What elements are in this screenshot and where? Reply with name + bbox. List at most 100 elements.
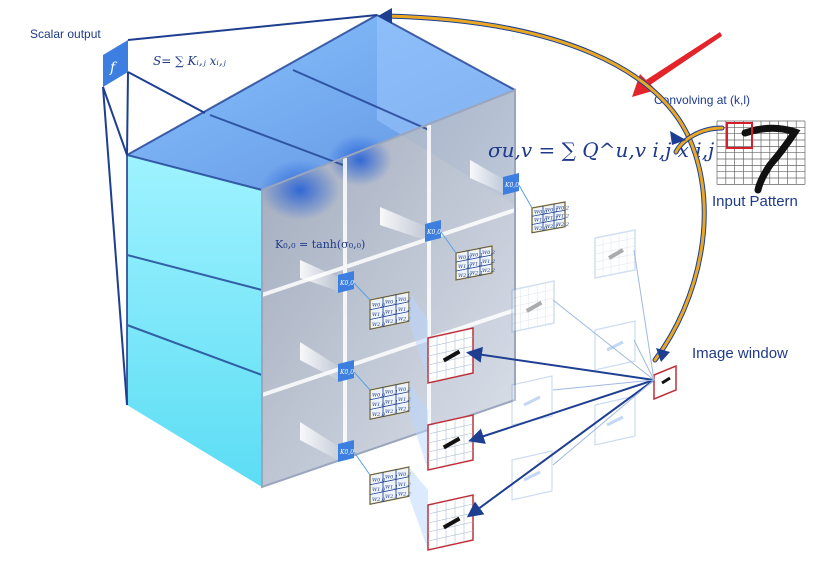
output-node xyxy=(425,220,441,242)
feature-map-block xyxy=(126,14,516,489)
kernel-cell-label: W0,0 xyxy=(372,477,386,483)
node-label: K0,0 xyxy=(426,229,441,236)
node-label: K0,0 xyxy=(339,280,354,287)
node-connector xyxy=(518,184,533,209)
node-beam xyxy=(300,342,338,380)
faded-window-frame xyxy=(511,375,553,426)
kernel-cell-label: W2,0 xyxy=(534,226,548,232)
window-gridline xyxy=(427,450,474,462)
image-window-copy xyxy=(427,327,474,384)
faded-window-stroke xyxy=(606,340,624,352)
kernel-cell xyxy=(553,218,566,230)
window-gridline xyxy=(594,253,636,263)
window-stroke xyxy=(442,436,461,450)
window-frame xyxy=(511,280,555,333)
window-arrow xyxy=(466,346,655,381)
image-window-copy xyxy=(427,494,474,551)
kernel-cell-label: W0,1 xyxy=(385,390,398,396)
faded-window-stroke xyxy=(606,415,624,427)
window-arrow xyxy=(552,299,655,381)
kernel-grid: W0,0W0,1W0,2W1,0W1,1W1,2W2,0W2,1W2,2 xyxy=(531,201,569,234)
kernel-prism xyxy=(409,382,428,470)
kernel-cell-label: W1,1 xyxy=(545,216,558,222)
kernel-cell-label: W0,2 xyxy=(398,297,411,303)
image-window-copy xyxy=(594,229,636,279)
window-gridline xyxy=(511,305,555,316)
scalar-output-node: f xyxy=(102,14,378,406)
kernel-cell-label: W1,0 xyxy=(372,312,386,318)
kernel-cell-label: W1,0 xyxy=(372,487,386,493)
kernel-cell-label: W0,1 xyxy=(385,300,398,306)
node-label: K0,0 xyxy=(504,182,519,189)
kernel-cell-label: W2,1 xyxy=(545,224,558,230)
kernel-cell-label: W1,2 xyxy=(398,307,411,313)
kernel-cell-label: W2,1 xyxy=(470,271,483,277)
kernel-cell-label: W1,1 xyxy=(385,399,398,405)
kernel-cell-label: W1,2 xyxy=(398,482,411,488)
window-frame xyxy=(594,229,636,279)
kernel-cell-label: W2,2 xyxy=(398,407,411,413)
image-window xyxy=(653,364,677,401)
kernel-cell-label: W2,2 xyxy=(556,222,569,228)
kernel-cell-label: W1,2 xyxy=(482,259,495,265)
window-gridline xyxy=(427,345,474,357)
node-connector xyxy=(353,371,371,391)
window-stroke xyxy=(442,349,461,363)
window-gridline xyxy=(427,530,474,542)
window-gridline xyxy=(427,423,474,435)
window-gridline xyxy=(511,314,555,324)
kernel-cell xyxy=(479,263,493,276)
scalar-output-label: Scalar output xyxy=(30,27,101,41)
kernel-cell-label: W0,2 xyxy=(398,472,411,478)
kernel-cell-label: W1,2 xyxy=(398,397,411,403)
output-node xyxy=(338,360,354,382)
window-gridline xyxy=(427,512,474,524)
window-gridline xyxy=(594,237,636,247)
kernel-cell-label: W0,2 xyxy=(398,387,411,393)
kernel-cell-label: W2,0 xyxy=(372,497,386,503)
window-gridline xyxy=(427,354,474,366)
kernel-cell-label: W2,1 xyxy=(385,494,398,500)
gold-arrows xyxy=(378,8,725,363)
kernel-cell-label: W0,1 xyxy=(470,253,483,259)
node-group: K0,0K0,0K0,0K0,0K0,0 xyxy=(300,160,519,462)
kernel-cell-label: W0,2 xyxy=(482,250,495,256)
kernel-cell-label: W0,1 xyxy=(385,475,398,481)
node-label: K0,0 xyxy=(339,449,354,456)
activation-blob xyxy=(260,160,340,220)
window-arrow xyxy=(552,379,655,391)
faded-window-stroke xyxy=(523,395,541,407)
image-window-label: Image window xyxy=(692,345,788,362)
kernel-grid: W0,0W0,1W0,2W1,0W1,1W1,2W2,0W2,1W2,2 xyxy=(455,245,495,281)
node-connector xyxy=(353,451,371,476)
kernel-cell-label: W1,1 xyxy=(385,309,398,315)
kernel-cell-label: W1,0 xyxy=(534,218,548,224)
faded-window xyxy=(511,375,553,426)
kernel-cell-label: W2,1 xyxy=(385,319,398,325)
window-arrow xyxy=(468,379,655,444)
faded-window-stroke xyxy=(523,470,541,482)
kernel-cell-label: W0,1 xyxy=(545,207,558,213)
kernel-cell-label: W2,1 xyxy=(385,409,398,415)
faded-window-group xyxy=(511,320,636,501)
input-pattern-label: Input Pattern xyxy=(712,193,798,210)
kernel-cell-label: W2,2 xyxy=(398,492,411,498)
window-stroke xyxy=(525,300,543,313)
input-pattern: Input Pattern xyxy=(712,120,806,210)
kernel-prism xyxy=(409,467,428,550)
kernel-cell-label: W1,1 xyxy=(385,484,398,490)
digit-seven-stroke xyxy=(741,124,801,194)
output-node xyxy=(338,271,354,293)
output-node xyxy=(338,440,354,462)
node-beam xyxy=(470,160,503,193)
top-face-grid xyxy=(126,14,516,191)
kernel-cell-label: W0,0 xyxy=(372,392,386,398)
kernel-cell-label: W2,0 xyxy=(372,322,386,328)
window-arrow xyxy=(633,339,655,381)
block-left-face xyxy=(127,155,262,487)
window-gridline xyxy=(594,261,636,271)
